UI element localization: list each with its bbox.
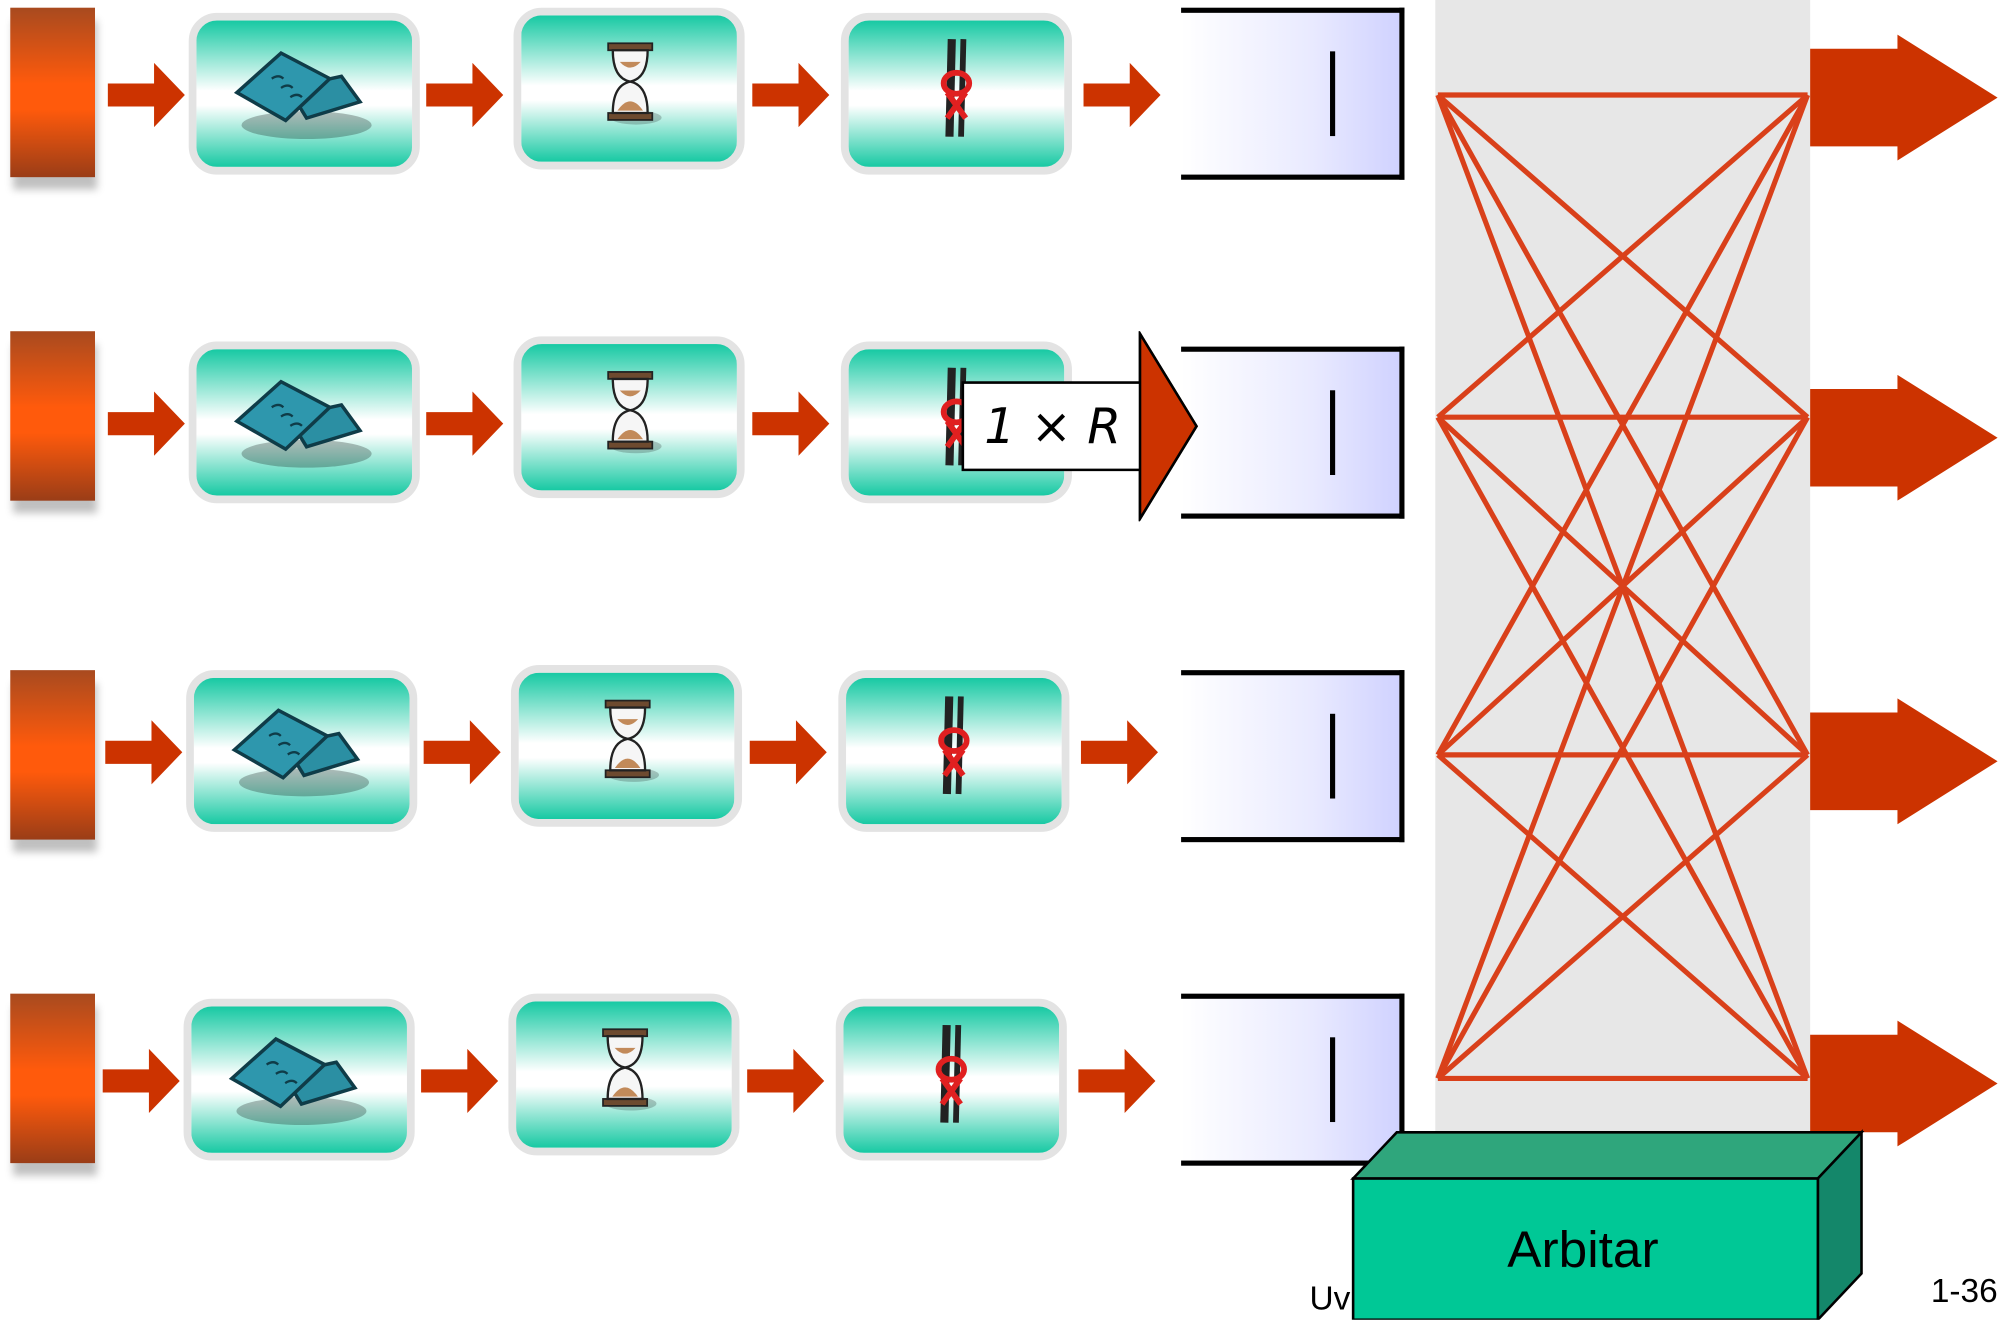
knot-icon — [940, 39, 973, 137]
packet-icon — [228, 1036, 367, 1125]
stage-packet-1 — [188, 12, 420, 175]
output-arrow — [1810, 34, 1998, 161]
flow-arrow — [423, 720, 501, 785]
rate-callout-label: 1 × R — [984, 397, 1122, 455]
input-port-4 — [10, 993, 96, 1164]
arbiter-label: Arbitar — [1507, 1222, 1659, 1279]
flow-arrow — [747, 1048, 825, 1114]
switch-fabric — [1435, 0, 1811, 1318]
input-port-2 — [10, 331, 96, 501]
stage-knot-3 — [838, 670, 1070, 832]
packet-icon — [233, 50, 372, 140]
flow-arrow — [421, 1048, 499, 1114]
flow-arrow — [752, 391, 830, 456]
packet-icon — [233, 379, 372, 468]
crossbar-line — [1436, 752, 1810, 1081]
flow-arrow — [1078, 1048, 1156, 1114]
hourglass-icon — [607, 371, 662, 454]
stage-hourglass-1 — [513, 7, 745, 170]
footer-text: Uv — [1309, 1278, 1351, 1318]
output-arrow — [1810, 374, 1998, 501]
output-buffer-1 — [1181, 7, 1405, 180]
stage-packet-2 — [188, 341, 420, 504]
stage-knot-1 — [840, 12, 1072, 175]
arbiter-box — [1350, 1129, 1865, 1320]
crossbar-lines — [1435, 92, 1810, 1081]
flow-arrow — [749, 720, 827, 785]
flow-arrow — [102, 1048, 180, 1114]
stage-hourglass-3 — [510, 665, 743, 827]
flow-arrow — [107, 391, 185, 456]
output-buffer-4 — [1181, 993, 1405, 1166]
crossbar-line — [1436, 93, 1810, 420]
stage-hourglass-2 — [513, 336, 745, 499]
output-arrow — [1810, 698, 1998, 825]
input-port-3 — [10, 670, 96, 840]
packet-icon — [231, 708, 370, 797]
knot-icon — [935, 1024, 967, 1123]
output-arrow — [1810, 1020, 1998, 1147]
knot-icon — [938, 696, 970, 795]
flow-arrow — [107, 62, 185, 128]
stage-hourglass-4 — [508, 993, 740, 1156]
crossbar-line — [1435, 94, 1810, 1080]
input-port-1 — [10, 7, 96, 178]
stage-packet-4 — [183, 998, 415, 1161]
slide-number: 1-36 — [1930, 1270, 1998, 1310]
hourglass-icon — [604, 699, 660, 782]
pipeline-arrows — [102, 62, 1161, 1114]
stage-packet-3 — [186, 670, 418, 832]
flow-arrow — [426, 62, 504, 128]
flow-arrow — [426, 391, 504, 456]
crossbar-line — [1435, 93, 1810, 757]
output-arrows — [1810, 34, 1998, 1147]
crossbar-line — [1435, 415, 1810, 1080]
flow-arrow — [1083, 62, 1161, 128]
output-buffer-2 — [1181, 346, 1405, 519]
output-buffer-3 — [1181, 670, 1405, 843]
rate-callout-arrow — [961, 331, 1199, 522]
hourglass-icon — [607, 42, 662, 125]
flow-arrow — [752, 62, 830, 128]
stage-knot-4 — [835, 998, 1067, 1161]
flow-arrow — [105, 720, 183, 785]
flow-arrow — [1080, 720, 1158, 785]
hourglass-icon — [602, 1028, 657, 1111]
